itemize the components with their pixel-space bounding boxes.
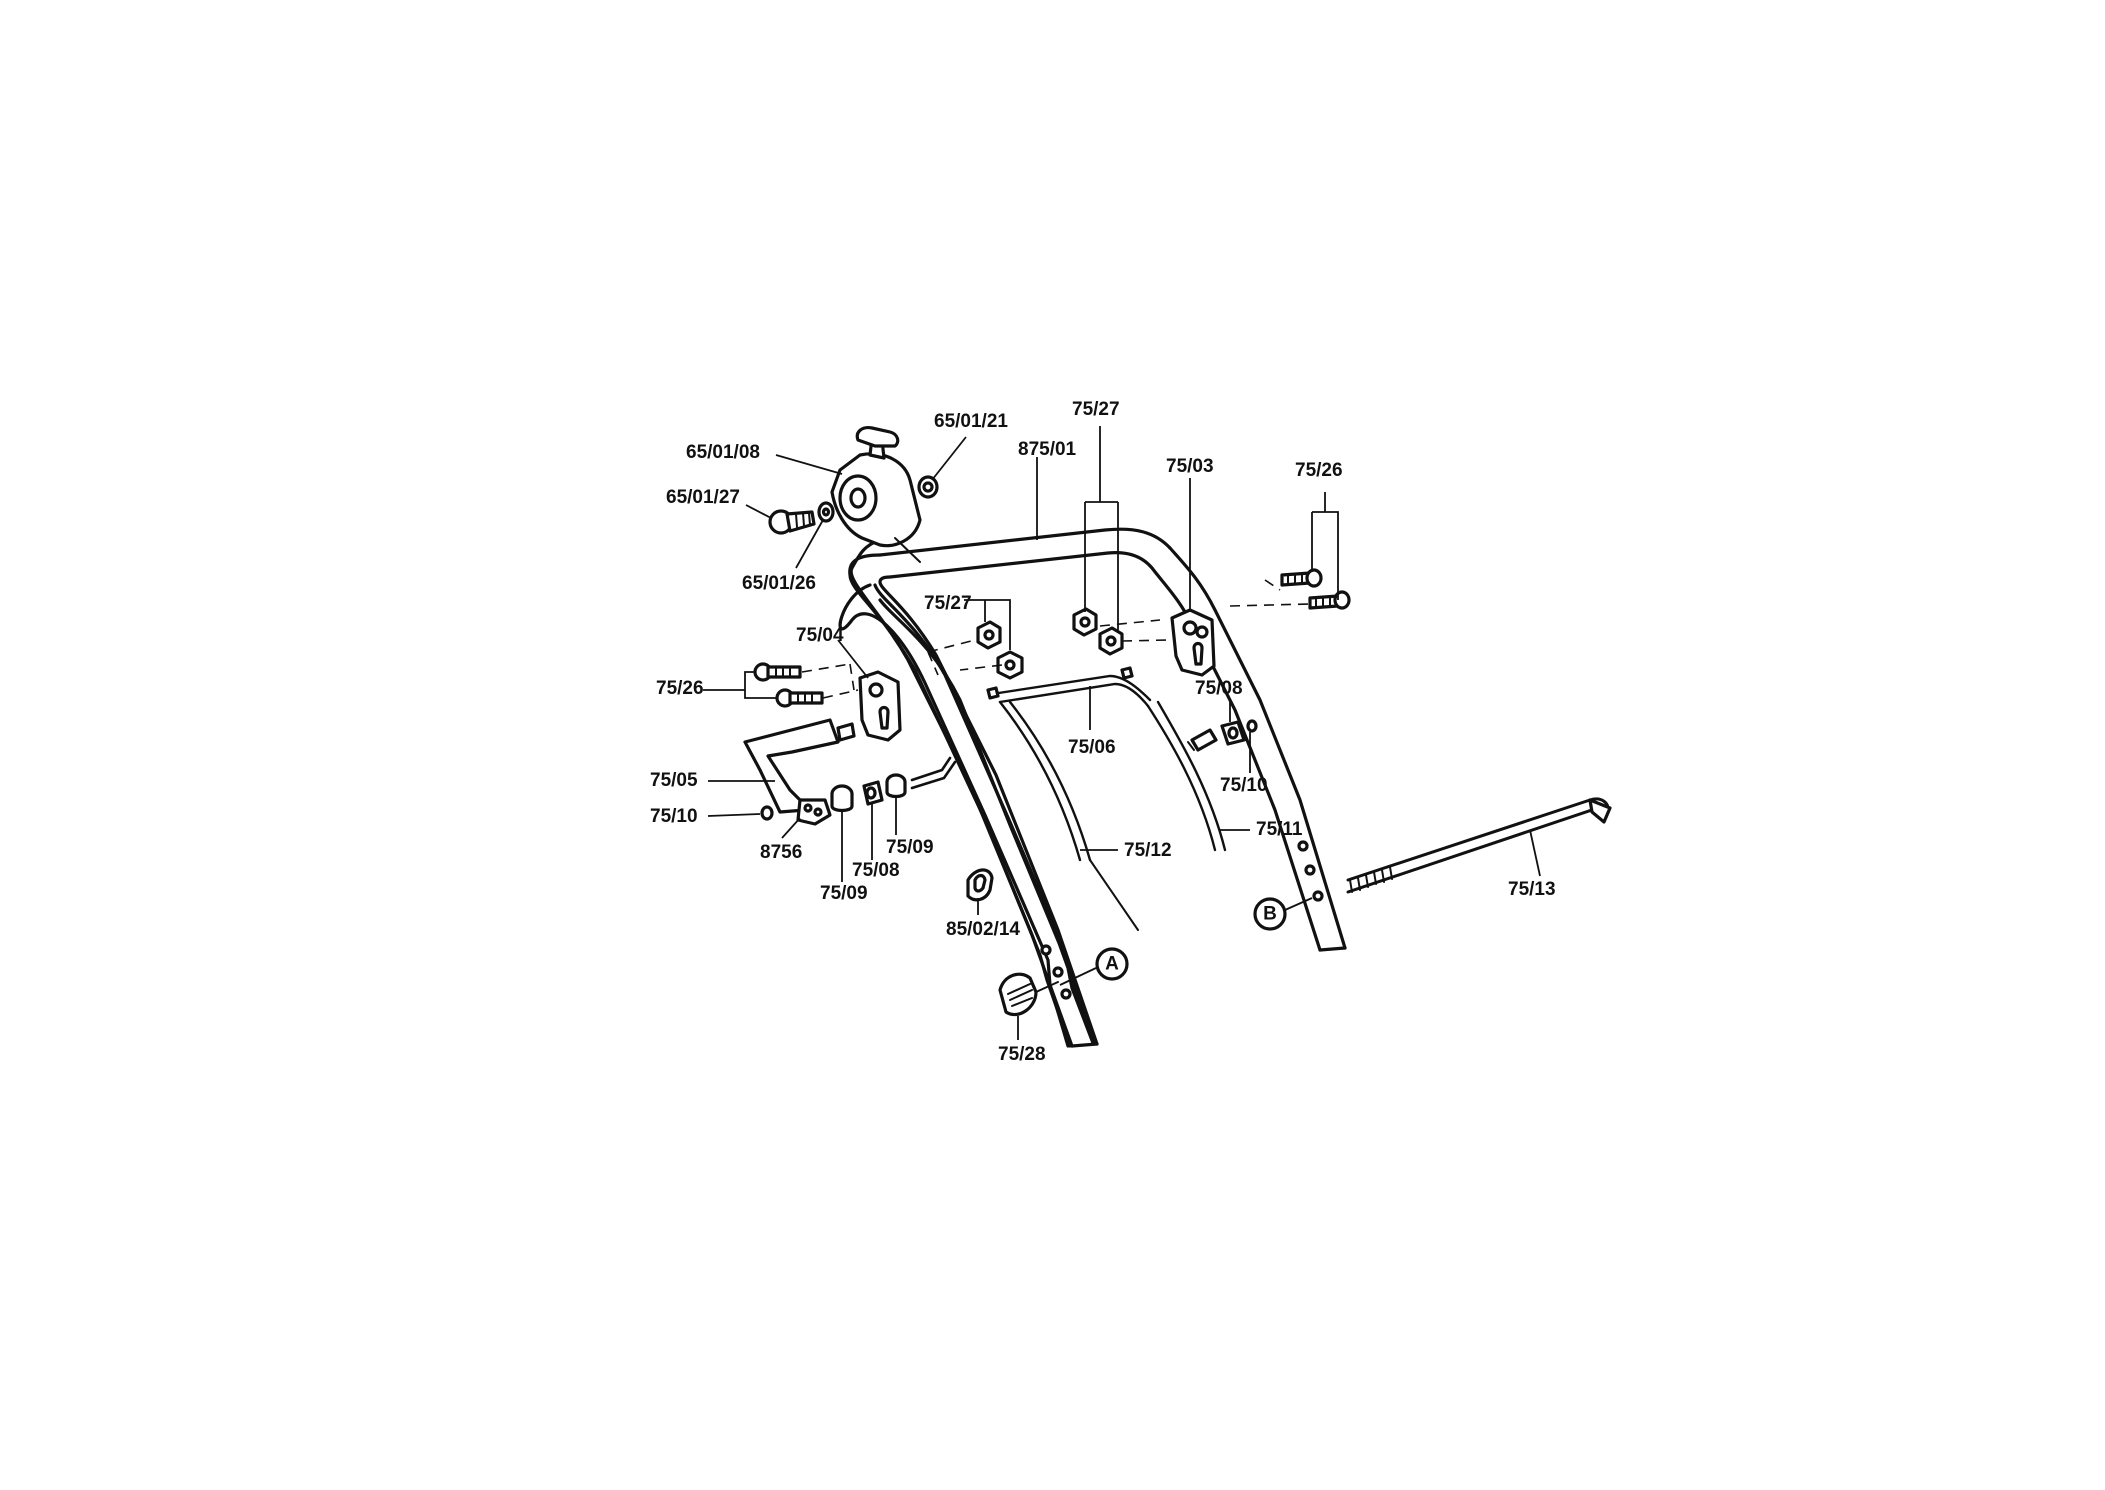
label-75-11: 75/11 xyxy=(1256,819,1303,840)
label-75-10-right: 75/10 xyxy=(1220,775,1268,796)
label-75-12: 75/12 xyxy=(1124,840,1172,861)
label-75-26-right: 75/26 xyxy=(1295,460,1343,481)
label-75-09-b: 75/09 xyxy=(886,837,934,858)
label-75-05: 75/05 xyxy=(650,770,698,791)
bolt-75-26-right-upper xyxy=(1280,568,1323,588)
label-75-09-a: 75/09 xyxy=(820,883,868,904)
assembly-lines xyxy=(801,579,1311,699)
detail-marker-b: B xyxy=(1253,897,1287,931)
bolt-75-26-left-lower xyxy=(775,688,824,708)
bolt-75-26-right-lower xyxy=(1308,590,1351,610)
label-65-01-26: 65/01/26 xyxy=(742,573,816,594)
cable-75-11 xyxy=(1146,700,1227,852)
detail-marker-a: A xyxy=(1095,947,1129,981)
clip-75-08-left xyxy=(862,780,884,806)
cable-75-12 xyxy=(998,700,1139,931)
label-75-28: 75/28 xyxy=(998,1044,1046,1065)
cable-75-06 xyxy=(986,666,1152,708)
label-75-06: 75/06 xyxy=(1068,737,1116,758)
label-75-27-mid: 75/27 xyxy=(924,593,972,614)
nut-75-27-top-a xyxy=(1072,607,1098,637)
rod-75-13 xyxy=(1346,797,1612,894)
detail-marker-b-letter: B xyxy=(1263,904,1277,925)
label-75-03: 75/03 xyxy=(1166,456,1214,477)
label-75-27-top: 75/27 xyxy=(1072,399,1120,420)
brake-lever-75-05 xyxy=(743,718,856,826)
nut-65-01-21 xyxy=(917,475,939,499)
throttle-control xyxy=(830,426,922,563)
label-875-01: 875/01 xyxy=(1018,439,1077,460)
clamp-75-04 xyxy=(858,670,902,742)
spacer-75-09-a xyxy=(830,784,854,813)
knob-75-28 xyxy=(998,972,1059,1017)
ring-75-10-left xyxy=(760,805,774,821)
detail-marker-a-letter: A xyxy=(1105,954,1119,975)
bolt-65-01-27 xyxy=(768,509,816,535)
nut-75-27-mid-b xyxy=(996,650,1024,680)
label-75-08-left: 75/08 xyxy=(852,860,900,881)
brake-rod xyxy=(910,756,957,790)
label-8756: 8756 xyxy=(760,842,802,863)
spacer-75-09-b xyxy=(885,773,907,799)
label-65-01-27: 65/01/27 xyxy=(666,487,740,508)
label-75-04: 75/04 xyxy=(796,625,844,646)
label-65-01-08: 65/01/08 xyxy=(686,442,760,463)
label-75-08-right: 75/08 xyxy=(1195,678,1243,699)
label-65-01-21: 65/01/21 xyxy=(934,411,1008,432)
clip-85-02-14 xyxy=(966,868,994,902)
handle-tube xyxy=(848,527,1347,1048)
ring-75-10-right xyxy=(1246,719,1258,733)
nut-75-27-mid-a xyxy=(976,620,1002,650)
cable-end-right xyxy=(1187,728,1218,752)
clip-75-08-right xyxy=(1220,720,1246,746)
leader-lines xyxy=(703,426,1541,1040)
bolt-75-26-left-upper xyxy=(753,662,802,682)
label-75-26-left: 75/26 xyxy=(656,678,704,699)
clamp-75-03 xyxy=(1170,608,1216,677)
nut-75-27-top-b xyxy=(1098,626,1124,656)
part-labels: 65/01/08 65/01/21 875/01 75/27 75/03 75/… xyxy=(650,399,1556,1065)
washer-65-01-26 xyxy=(817,501,835,523)
label-75-10-left: 75/10 xyxy=(650,806,698,827)
label-75-13: 75/13 xyxy=(1508,879,1556,900)
label-85-02-14: 85/02/14 xyxy=(946,919,1020,940)
